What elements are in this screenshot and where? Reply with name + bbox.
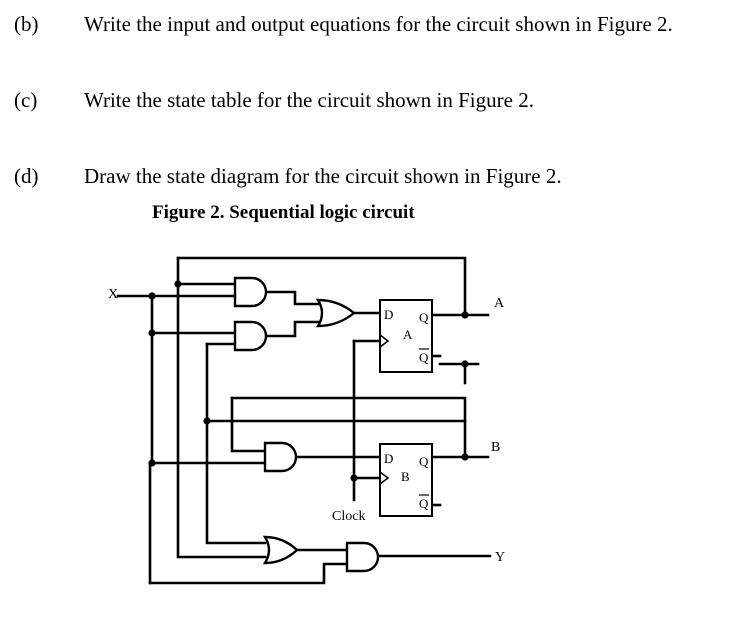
question-c: (c) Write the state table for the circui…: [0, 88, 740, 120]
flipflop-a-q-label: Q: [419, 310, 429, 325]
and-gate-2: [233, 320, 268, 352]
output-y-label: Y: [495, 550, 505, 565]
or-gate: [315, 298, 356, 328]
wire-junctions: [148, 280, 469, 482]
flipflop-b-qbar-label: Q: [419, 496, 429, 511]
flipflop-b-q-label: Q: [419, 454, 429, 469]
flipflop-b-name: B: [401, 469, 410, 484]
flipflop-b: D Q B Q: [378, 443, 433, 517]
flipflop-a-name: A: [403, 327, 413, 342]
circuit-diagram: D Q A Q D Q B Q X A B Y Clock: [108, 256, 505, 585]
question-d: (d) Draw the state diagram for the circu…: [0, 164, 740, 196]
and-gate-3: [263, 441, 298, 473]
question-c-label: (c): [14, 88, 38, 112]
and-gate-output: [345, 541, 380, 573]
output-b-label: B: [491, 440, 500, 455]
flipflop-b-d-label: D: [384, 451, 393, 466]
question-d-label: (d): [14, 164, 39, 188]
question-b-label: (b): [14, 12, 39, 36]
flipflop-a-qbar-label: Q: [419, 350, 429, 365]
question-b: (b) Write the input and output equations…: [0, 12, 740, 44]
circuit-wires: [116, 256, 492, 585]
clock-label: Clock: [332, 509, 365, 524]
and-gate-lower: [262, 535, 299, 565]
and-gate-1: [233, 276, 268, 308]
flipflop-a: D Q A Q: [378, 299, 433, 373]
question-d-text: Draw the state diagram for the circuit s…: [84, 164, 562, 188]
output-a-label: A: [494, 296, 505, 311]
question-b-text: Write the input and output equations for…: [84, 12, 673, 36]
figure-title: Figure 2. Sequential logic circuit: [152, 202, 415, 223]
flipflop-a-d-label: D: [384, 307, 393, 322]
input-x-label: X: [108, 287, 118, 302]
question-c-text: Write the state table for the circuit sh…: [84, 88, 534, 112]
